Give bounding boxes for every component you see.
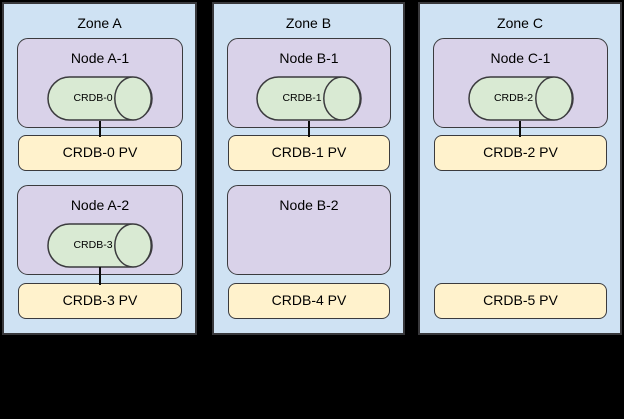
zone-c: Zone C Node C-1 CRDB-2 CRDB-2 PV CRDB-5 …: [418, 2, 622, 335]
node-c1-label: Node C-1: [490, 50, 551, 66]
connector-crdb0-to-pv: [98, 121, 101, 137]
disk-crdb-1-label: CRDB-1: [282, 92, 322, 104]
connector-crdb3-to-pv: [98, 267, 101, 285]
node-b1-label: Node B-1: [279, 50, 339, 66]
node-c1: Node C-1 CRDB-2: [433, 38, 608, 128]
pv-crdb-0: CRDB-0 PV: [18, 135, 182, 171]
disk-crdb-2-label: CRDB-2: [493, 92, 534, 104]
zone-b-label: Zone B: [285, 15, 332, 31]
disk-crdb-0: CRDB-0: [47, 76, 153, 121]
pv-crdb-5: CRDB-5 PV: [434, 283, 607, 319]
pv-crdb-3: CRDB-3 PV: [18, 283, 182, 319]
disk-crdb-3: CRDB-3: [47, 223, 153, 268]
node-a1: Node A-1 CRDB-0: [17, 38, 183, 128]
node-a2-label: Node A-2: [70, 197, 130, 213]
cylinder-icon: [467, 76, 574, 121]
pv-crdb-4: CRDB-4 PV: [228, 283, 390, 319]
node-b1: Node B-1 CRDB-1: [227, 38, 391, 128]
cylinder-icon: [256, 76, 362, 121]
disk-crdb-0-label: CRDB-0: [73, 92, 113, 104]
node-a2: Node A-2 CRDB-3: [17, 185, 183, 275]
pv-crdb-2: CRDB-2 PV: [434, 135, 607, 171]
connector-crdb2-to-pv: [519, 121, 521, 137]
disk-crdb-2: CRDB-2: [467, 76, 574, 121]
zone-c-label: Zone C: [497, 15, 543, 31]
node-a1-label: Node A-1: [70, 50, 130, 66]
zone-a: Zone A Node A-1 CRDB-0 CRDB-0 PV Node A-…: [2, 2, 197, 335]
node-b2-label: Node B-2: [279, 197, 339, 213]
cylinder-icon: [47, 223, 153, 268]
cylinder-icon: [47, 76, 153, 121]
connector-crdb1-to-pv: [307, 121, 310, 137]
pv-crdb-1: CRDB-1 PV: [228, 135, 390, 171]
disk-crdb-1: CRDB-1: [256, 76, 362, 121]
zone-a-label: Zone A: [77, 15, 122, 31]
disk-crdb-3-label: CRDB-3: [73, 239, 113, 251]
node-b2: Node B-2: [227, 185, 391, 275]
zone-b: Zone B Node B-1 CRDB-1 CRDB-1 PV Node B-…: [212, 2, 405, 335]
